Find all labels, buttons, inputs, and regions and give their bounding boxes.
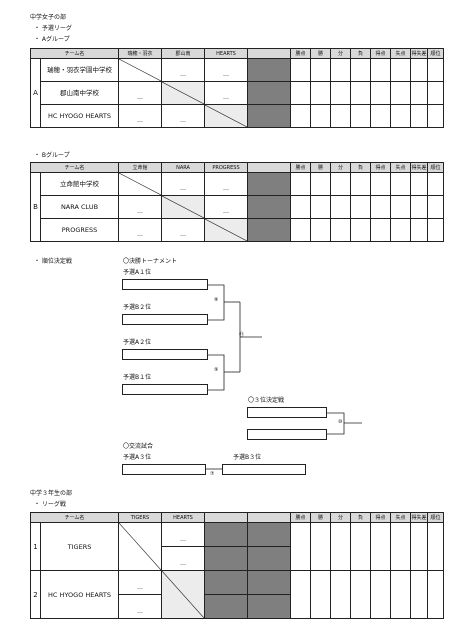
header-stat: 失点 xyxy=(390,512,412,523)
group-b-heading: ・ Bグループ xyxy=(34,152,70,159)
shaded-cell xyxy=(204,546,249,571)
result-cell[interactable]: ＿ xyxy=(161,522,206,547)
header-stat: 分 xyxy=(330,512,352,523)
header-stat: 得失差 xyxy=(410,512,429,523)
team-name: PROGRESS xyxy=(39,218,120,242)
self-cell xyxy=(118,522,163,571)
match-number: ⑦ xyxy=(210,471,215,477)
match-number: ⑧ xyxy=(214,297,219,303)
self-cell xyxy=(204,218,249,242)
prelim-heading: ・ 予選リーグ xyxy=(34,25,72,32)
group-a-heading: ・ Aグループ xyxy=(34,36,70,43)
team-name: HC HYOGO HEARTS xyxy=(39,570,120,619)
bracket-slot-label: 予選A１位 xyxy=(123,269,152,276)
team-number: 1 xyxy=(30,522,41,571)
shaded-cell xyxy=(247,218,292,242)
shaded-cell xyxy=(247,172,292,196)
bracket-slot[interactable] xyxy=(122,384,208,395)
result-cell[interactable]: ＿ xyxy=(118,594,163,619)
division-title: 中学女子の部 xyxy=(30,14,67,21)
grade3-title: 中学３年生の部 xyxy=(30,490,73,497)
header-stat: 勝 xyxy=(310,512,332,523)
result-cell[interactable]: ＿ xyxy=(161,218,206,242)
header-stat: 得点 xyxy=(370,512,392,523)
exchange-right-label: 予選B３位 xyxy=(233,454,262,461)
team-name: NARA CLUB xyxy=(39,195,120,219)
shaded-cell xyxy=(204,594,249,619)
header-stat: 順位 xyxy=(427,512,445,523)
exchange-title: 〇交流試合 xyxy=(123,443,154,450)
third-place-title: 〇３位決定戦 xyxy=(248,397,285,404)
ranking-heading: ・ 順位決定戦 xyxy=(34,258,72,265)
shaded-cell xyxy=(204,570,249,595)
self-cell xyxy=(118,58,163,82)
shaded-cell xyxy=(204,522,249,547)
shaded-cell xyxy=(247,195,292,219)
result-cell[interactable]: ＿ xyxy=(204,58,249,82)
bracket-slot[interactable] xyxy=(122,279,208,290)
match-number: ⑪ xyxy=(239,332,245,338)
match-number: ⑩ xyxy=(338,419,343,425)
header-col: TIGERS xyxy=(118,512,163,523)
grade3-table: チーム名 TIGERS HEARTS 勝点 勝 分 負 得点 失点 得失差 順位… xyxy=(29,512,445,619)
header-stat: 勝点 xyxy=(290,512,312,523)
header-team: チーム名 xyxy=(29,512,120,523)
bracket-slot-label: 予選A２位 xyxy=(123,339,152,346)
result-cell[interactable]: ＿ xyxy=(118,570,163,595)
result-cell[interactable]: ＿ xyxy=(204,195,249,219)
team-name: HC HYOGO HEARTS xyxy=(39,104,120,128)
match-number: ⑨ xyxy=(214,367,219,373)
shaded-cell xyxy=(247,104,292,128)
shaded-cell xyxy=(247,81,292,105)
exchange-left-label: 予選A３位 xyxy=(123,454,152,461)
team-name: TIGERS xyxy=(39,522,120,571)
shaded-cell xyxy=(247,546,292,571)
final-tournament-title: 〇決勝トーナメント xyxy=(123,258,178,265)
result-cell[interactable]: ＿ xyxy=(204,81,249,105)
self-cell xyxy=(161,81,206,105)
shaded-cell xyxy=(247,522,292,547)
team-name: 瑞穂・羽衣学園中学校 xyxy=(39,58,120,82)
team-name: 立命館中学校 xyxy=(39,172,120,196)
bracket-slot[interactable] xyxy=(122,314,208,325)
self-cell xyxy=(204,104,249,128)
group-b-table: チーム名 立命館 NARA PROGRESS 勝点 勝 分 負 得点 失点 得失… xyxy=(29,162,445,242)
header-stat: 負 xyxy=(350,512,372,523)
bracket-slot[interactable] xyxy=(122,464,206,475)
bracket-slot-label: 予選B１位 xyxy=(123,374,152,381)
league-heading: ・ リーグ戦 xyxy=(34,501,66,508)
result-cell[interactable]: ＿ xyxy=(161,58,206,82)
shaded-cell xyxy=(247,594,292,619)
group-a-table: チーム名 瑞穂・羽衣 郡山南 HEARTS 勝点 勝 分 負 得点 失点 得失差… xyxy=(29,48,445,128)
bracket-slot-label: 予選B２位 xyxy=(123,304,152,311)
shaded-cell xyxy=(247,570,292,595)
result-cell[interactable]: ＿ xyxy=(204,172,249,196)
bracket-slot[interactable] xyxy=(122,349,208,360)
team-number: 2 xyxy=(30,570,41,619)
bracket-slot[interactable] xyxy=(247,407,327,418)
header-col: HEARTS xyxy=(161,512,206,523)
self-cell xyxy=(161,570,206,619)
shaded-cell xyxy=(247,512,292,523)
bracket-slot[interactable] xyxy=(222,464,306,475)
shaded-cell xyxy=(204,512,249,523)
bracket-slot[interactable] xyxy=(247,429,327,440)
result-cell[interactable]: ＿ xyxy=(161,546,206,571)
shaded-cell xyxy=(247,58,292,82)
result-cell[interactable]: ＿ xyxy=(118,195,163,219)
